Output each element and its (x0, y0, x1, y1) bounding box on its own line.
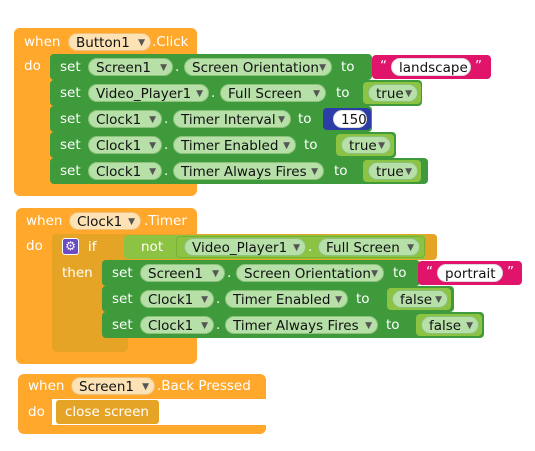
set-label: set (60, 59, 81, 75)
chevron-down-icon: ▼ (201, 295, 208, 305)
chevron-down-icon: ▼ (196, 89, 203, 99)
dot-label: . (164, 163, 169, 179)
dot-label: . (216, 317, 221, 333)
property-dropdown-full-screen[interactable]: Full Screen▼ (318, 238, 420, 256)
component-dropdown-clock1[interactable]: Clock1▼ (69, 212, 141, 230)
do-label-3: do (28, 404, 45, 420)
chevron-down-icon: ▼ (293, 243, 300, 253)
boolean-dropdown-true[interactable]: true▼ (368, 162, 418, 180)
close-screen-label: close screen (65, 404, 149, 420)
number-value-150[interactable]: 150 (333, 110, 367, 128)
if-label: if (88, 239, 97, 255)
chevron-down-icon: ▼ (160, 63, 167, 73)
set-label: set (60, 163, 81, 179)
not-label: not (141, 239, 164, 255)
chevron-down-icon: ▼ (365, 321, 372, 331)
event-name-back-pressed: .Back Pressed (157, 378, 251, 394)
then-label: then (62, 265, 93, 281)
chevron-down-icon: ▼ (149, 141, 156, 151)
set-label: set (112, 317, 133, 333)
to-label: to (386, 317, 400, 333)
component-dropdown-clock1[interactable]: Clock1▼ (88, 136, 162, 154)
chevron-down-icon: ▼ (311, 167, 318, 177)
chevron-down-icon: ▼ (212, 269, 219, 279)
property-dropdown-timer-interval[interactable]: Timer Interval▼ (173, 110, 291, 128)
dot-label: . (211, 85, 216, 101)
chevron-down-icon: ▼ (149, 115, 156, 125)
boolean-dropdown-false[interactable]: false▼ (392, 290, 448, 308)
do-label-2: do (26, 238, 43, 254)
chevron-down-icon: ▼ (201, 321, 208, 331)
chevron-down-icon: ▼ (405, 89, 412, 99)
to-label: to (393, 265, 407, 281)
set-label: set (60, 137, 81, 153)
component-dropdown-screen1[interactable]: Screen1▼ (88, 58, 173, 76)
chevron-down-icon: ▼ (378, 141, 385, 151)
dot-label: . (308, 239, 313, 255)
gear-icon[interactable]: ⚙ (62, 238, 79, 255)
chevron-down-icon: ▼ (319, 63, 326, 73)
property-dropdown-timer-enabled[interactable]: Timer Enabled▼ (225, 290, 348, 308)
component-dropdown-screen1[interactable]: Screen1▼ (71, 377, 155, 395)
dot-label: . (164, 111, 169, 127)
dot-label: . (227, 265, 232, 281)
dot-label: . (175, 59, 180, 75)
component-dropdown-video-player1[interactable]: Video_Player1▼ (184, 238, 306, 256)
chevron-down-icon: ▼ (138, 38, 145, 48)
property-dropdown-full-screen[interactable]: Full Screen▼ (220, 84, 326, 102)
property-dropdown-screen-orientation[interactable]: Screen Orientation▼ (184, 58, 332, 76)
property-dropdown-screen-orientation[interactable]: Screen Orientation▼ (236, 264, 384, 282)
chevron-down-icon: ▼ (407, 243, 414, 253)
chevron-down-icon: ▼ (128, 217, 135, 227)
component-dropdown-clock1[interactable]: Clock1▼ (140, 316, 214, 334)
property-dropdown-timer-always-fires[interactable]: Timer Always Fires▼ (225, 316, 378, 334)
dot-label: . (216, 291, 221, 307)
component-dropdown-button1[interactable]: Button1▼ (68, 33, 151, 51)
chevron-down-icon: ▼ (283, 141, 290, 151)
quote-close: ” (507, 264, 514, 280)
component-dropdown-clock1[interactable]: Clock1▼ (140, 290, 214, 308)
to-label: to (336, 85, 350, 101)
to-label: to (298, 111, 312, 127)
event-name-timer: .Timer (144, 213, 187, 229)
when-label-3: when (28, 378, 65, 394)
chevron-down-icon: ▼ (278, 115, 285, 125)
set-label: set (112, 291, 133, 307)
to-label: to (341, 59, 355, 75)
quote-close: ” (475, 58, 482, 74)
text-value-landscape[interactable]: landscape (391, 58, 471, 76)
when-label-2: when (26, 213, 63, 229)
quote-open: “ (380, 58, 387, 74)
boolean-dropdown-true[interactable]: true▼ (368, 84, 418, 102)
component-dropdown-clock1[interactable]: Clock1▼ (88, 162, 162, 180)
chevron-down-icon: ▼ (335, 295, 342, 305)
quote-open: “ (426, 264, 433, 280)
to-label: to (356, 291, 370, 307)
text-value-portrait[interactable]: portrait (437, 264, 503, 282)
chevron-down-icon: ▼ (371, 269, 378, 279)
component-dropdown-video-player1[interactable]: Video_Player1▼ (88, 84, 209, 102)
event-name-click: .Click (152, 34, 189, 50)
dot-label: . (164, 137, 169, 153)
component-dropdown-screen1[interactable]: Screen1▼ (140, 264, 225, 282)
chevron-down-icon: ▼ (142, 382, 149, 392)
chevron-down-icon: ▼ (149, 167, 156, 177)
boolean-dropdown-true[interactable]: true▼ (341, 136, 391, 154)
when-label-1: when (24, 34, 61, 50)
boolean-dropdown-false[interactable]: false▼ (421, 316, 479, 334)
chevron-down-icon: ▼ (313, 89, 320, 99)
chevron-down-icon: ▼ (466, 321, 473, 331)
close-screen-block[interactable] (55, 399, 160, 425)
to-label: to (334, 163, 348, 179)
property-dropdown-timer-always-fires[interactable]: Timer Always Fires▼ (173, 162, 324, 180)
set-label: set (60, 85, 81, 101)
property-dropdown-timer-enabled[interactable]: Timer Enabled▼ (173, 136, 296, 154)
set-label: set (112, 265, 133, 281)
set-label: set (60, 111, 81, 127)
chevron-down-icon: ▼ (405, 167, 412, 177)
do-label-1: do (24, 58, 41, 74)
chevron-down-icon: ▼ (435, 295, 442, 305)
to-label: to (304, 137, 318, 153)
component-dropdown-clock1[interactable]: Clock1▼ (88, 110, 162, 128)
